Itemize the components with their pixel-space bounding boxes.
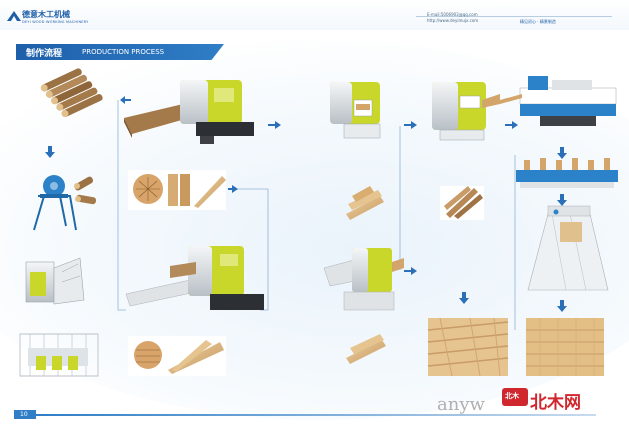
arrow-down-5 xyxy=(557,300,567,312)
finger-joint-line xyxy=(516,158,618,188)
arrow-right-5 xyxy=(404,267,417,275)
raw-logs-image xyxy=(40,68,103,118)
flow-connectors xyxy=(117,100,516,330)
frame-saw-image xyxy=(19,333,99,377)
contact-info: E-mail:5006903@qq.com http://www.deyimuj… xyxy=(427,12,478,24)
twin-blade-edger-machine-1 xyxy=(330,82,381,139)
watermark-cn: 北木网 xyxy=(530,393,581,413)
log-splitter-image xyxy=(25,257,85,305)
twin-blade-edger-machine-2 xyxy=(432,82,500,141)
contact-website: http://www.deyimujx.com xyxy=(427,18,479,23)
arrow-right-2 xyxy=(268,121,281,129)
page-number: 10 xyxy=(20,411,28,418)
board-press-machine xyxy=(527,205,609,291)
slab-offcuts-sample xyxy=(440,186,484,220)
edged-boards-sample-2 xyxy=(346,334,386,364)
contact-email: E-mail:5006903@qq.com xyxy=(427,12,478,17)
arrow-down-2 xyxy=(557,147,567,159)
arrow-right-4 xyxy=(505,121,518,129)
brand-name-en: DEYI WOOD WORKING MACHINERY xyxy=(22,20,89,24)
flow-arrows xyxy=(45,96,567,312)
page-number-tab: 10 xyxy=(14,410,36,419)
section-title-cn: 制作流程 xyxy=(26,49,63,59)
arrow-down-1 xyxy=(45,146,55,158)
brand-name: 德意木工机械 xyxy=(22,10,70,19)
cut-log-pieces-image xyxy=(74,176,97,205)
header-divider xyxy=(416,16,612,17)
arrow-right-3 xyxy=(404,121,417,129)
finished-lumber-stack xyxy=(427,317,509,377)
multi-rip-saw-machine-1 xyxy=(124,80,254,144)
moulder-machine xyxy=(500,76,617,126)
arrow-right-1 xyxy=(120,96,131,104)
header-slogan: 精见初心 · 精景制造 xyxy=(520,19,556,24)
multi-rip-saw-machine-3 xyxy=(323,248,404,311)
watermark-logo-icon: 北木 xyxy=(502,388,528,406)
section-title-en: PRODUCTION PROCESS xyxy=(82,48,165,56)
company-logo-icon xyxy=(7,11,21,21)
section-title-banner: 制作流程 PRODUCTION PROCESS xyxy=(16,44,224,60)
multi-rip-saw-machine-2 xyxy=(125,246,264,310)
finished-panel-stack xyxy=(526,318,604,376)
arrow-left-1 xyxy=(228,185,238,193)
watermark-logo-text: 北木 xyxy=(505,392,519,400)
arrow-down-4 xyxy=(459,292,469,304)
sawn-boards-sample-2 xyxy=(128,336,226,376)
arrow-down-3 xyxy=(557,194,567,206)
sawn-boards-sample-1 xyxy=(128,170,226,210)
circular-saw-image xyxy=(33,175,77,231)
header-band xyxy=(0,0,629,30)
footer-line xyxy=(36,414,596,416)
watermark-text: anyw xyxy=(437,394,485,415)
edged-boards-sample-1 xyxy=(346,186,384,220)
